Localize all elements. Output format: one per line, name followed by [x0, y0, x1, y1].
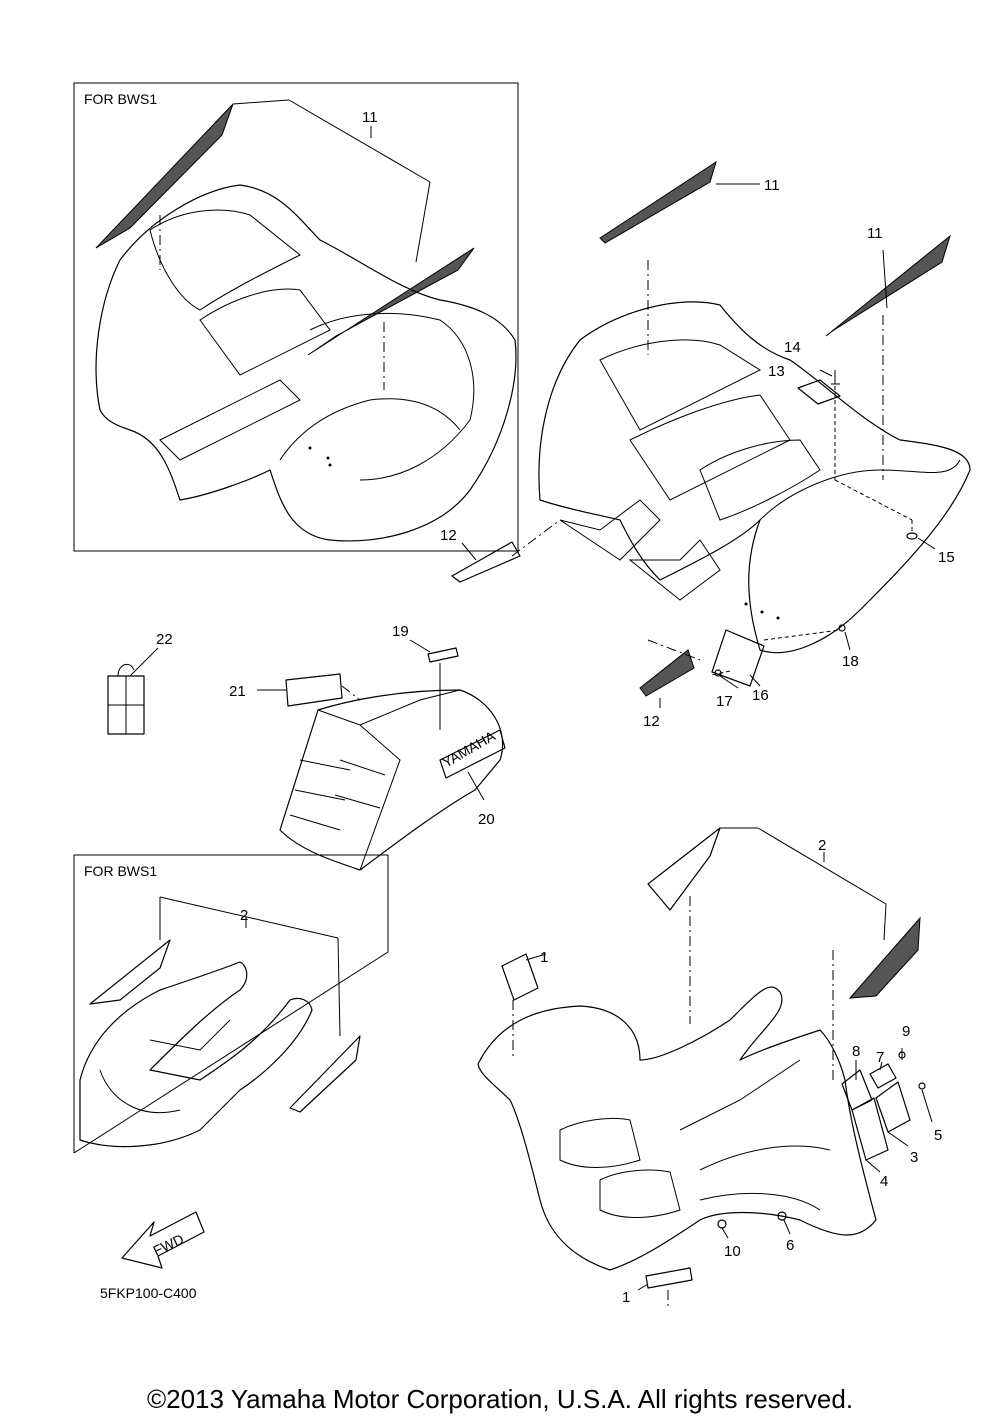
part-19-sticker [427, 647, 459, 663]
inset-rear-fender [95, 184, 517, 542]
callout-9: 9 [902, 1023, 910, 1040]
callout-13: 13 [768, 363, 785, 380]
decal-11-left [599, 160, 717, 244]
callout-5: 5 [934, 1127, 942, 1144]
callout-10: 10 [724, 1243, 741, 1260]
decal-11-right [825, 234, 951, 337]
callout-16: 16 [752, 687, 769, 704]
part-18-nut [838, 624, 846, 632]
part-13-plate [797, 379, 841, 405]
callout-20: 20 [478, 811, 495, 828]
inset-decal-2-right [289, 1035, 361, 1113]
diagram-code: 5FKP100-C400 [100, 1285, 197, 1301]
callout-1-lower: 1 [622, 1289, 630, 1306]
callout-1-upper: 1 [540, 949, 548, 966]
callout-18: 18 [842, 653, 859, 670]
callout-22: 22 [156, 631, 173, 648]
inset-front-fender [79, 961, 313, 1148]
callout-12-lower: 12 [643, 713, 660, 730]
callout-12-upper: 12 [440, 527, 457, 544]
part-15-grommet [906, 532, 918, 540]
part-21-sticker [285, 673, 343, 707]
callout-17: 17 [716, 693, 733, 710]
callout-2-inset: 2 [240, 907, 248, 924]
rear-fender-main [538, 301, 971, 654]
decal-12-lower [639, 649, 695, 697]
decal-1-upper [501, 953, 539, 1001]
callout-15: 15 [938, 549, 955, 566]
part-16-plate [711, 629, 765, 687]
part-6-nut [777, 1211, 787, 1221]
decal-2-upper [647, 827, 721, 911]
part-17-bolt [714, 669, 722, 677]
inset-label-bottom: FOR BWS1 [84, 863, 157, 879]
part-9-rivet [898, 1051, 906, 1059]
inset-frame-top [73, 82, 519, 552]
inset-frame-bottom [73, 854, 389, 1153]
decal-12-upper [451, 541, 521, 583]
inset-label-top: FOR BWS1 [84, 91, 157, 107]
fwd-arrow-icon [121, 1211, 205, 1269]
inset-decal-left [95, 103, 234, 249]
callout-11-b: 11 [867, 225, 883, 242]
callout-14: 14 [784, 339, 801, 356]
callout-21: 21 [229, 683, 246, 700]
decal-1-lower [645, 1267, 693, 1289]
callout-3: 3 [910, 1149, 918, 1166]
fwd-arrow-text: FWD [151, 1231, 187, 1259]
callout-11-a: 11 [764, 177, 780, 194]
part-8-plate [841, 1069, 873, 1111]
part-20-guard [279, 689, 504, 871]
decal-2-right [848, 916, 921, 999]
callout-4: 4 [880, 1173, 888, 1190]
copyright-text: ©2013 Yamaha Motor Corporation, U.S.A. A… [147, 1384, 853, 1414]
part-3-plate [875, 1081, 911, 1133]
part-4-plate [851, 1097, 889, 1161]
inset-decal-2-left [89, 939, 171, 1005]
callout-8: 8 [852, 1043, 860, 1060]
decal-yamaha-20 [439, 729, 506, 779]
callout-11-inset: 11 [362, 109, 378, 126]
part-5-rivet [918, 1082, 926, 1090]
callout-2-main: 2 [818, 837, 826, 854]
callout-7: 7 [876, 1049, 884, 1066]
inset-decal-right [307, 247, 475, 356]
callout-19: 19 [392, 623, 409, 640]
part-10-nut [717, 1219, 727, 1229]
part-7-plate [869, 1063, 897, 1089]
decal-yamaha-text: YAMAHA [440, 727, 499, 770]
front-fender-main [477, 986, 877, 1271]
callout-6: 6 [786, 1237, 794, 1254]
